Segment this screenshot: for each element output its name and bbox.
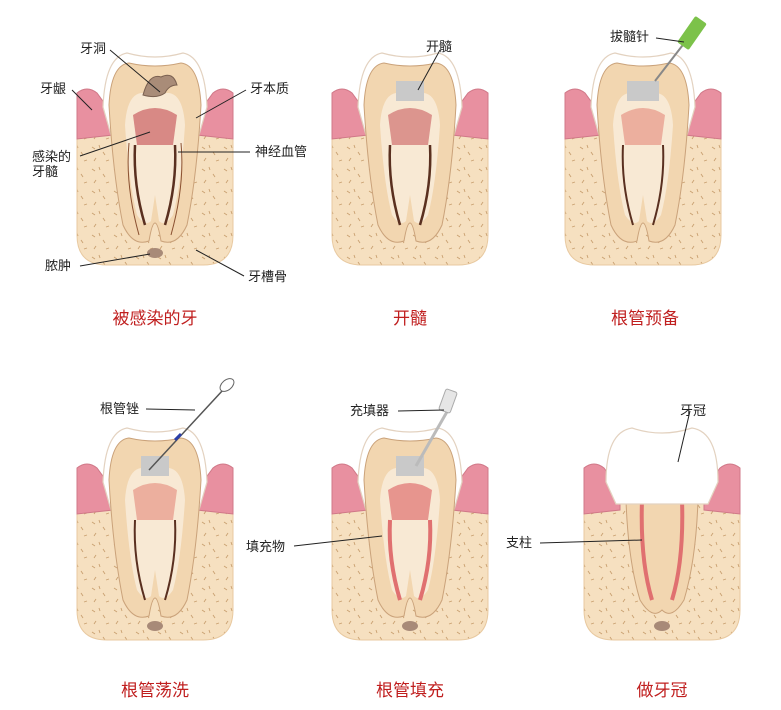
- label-abscess: 脓肿: [45, 259, 72, 274]
- panel-root-prep: [564, 16, 722, 266]
- caption-filling: 根管填充: [376, 681, 444, 701]
- caption-open-pulp: 开髓: [393, 309, 427, 329]
- panel-filling: [331, 388, 489, 641]
- label-nerve-vessels: 神经血管: [255, 145, 308, 160]
- panel-irrigation: [76, 378, 235, 641]
- caption-irrigation: 根管荡洗: [121, 681, 189, 701]
- label-alveolar-bone: 牙槽骨: [248, 270, 288, 285]
- label-gum: 牙龈: [40, 82, 67, 97]
- caption-infected-tooth: 被感染的牙: [112, 309, 198, 329]
- label-crown: 牙冠: [680, 404, 707, 419]
- caption-crown: 做牙冠: [636, 681, 688, 701]
- label-post: 支柱: [506, 536, 533, 551]
- panel-infected-tooth: [76, 52, 234, 266]
- label-filling-material: 填充物: [246, 540, 286, 555]
- caption-root-prep: 根管预备: [611, 309, 679, 329]
- label-open-pulp: 开髓: [426, 40, 453, 55]
- label-cavity: 牙洞: [80, 42, 107, 57]
- label-root-file: 根管锉: [100, 402, 140, 417]
- label-filler-tool: 充填器: [350, 404, 390, 419]
- panel-crown: [583, 427, 741, 641]
- leader-lines: [71, 37, 691, 547]
- label-dentin: 牙本质: [250, 82, 290, 97]
- label-infected-pulp: 感染的 牙髓: [32, 150, 72, 180]
- panel-open-pulp: [331, 52, 489, 266]
- label-barbed-broach: 拔髓针: [610, 30, 650, 45]
